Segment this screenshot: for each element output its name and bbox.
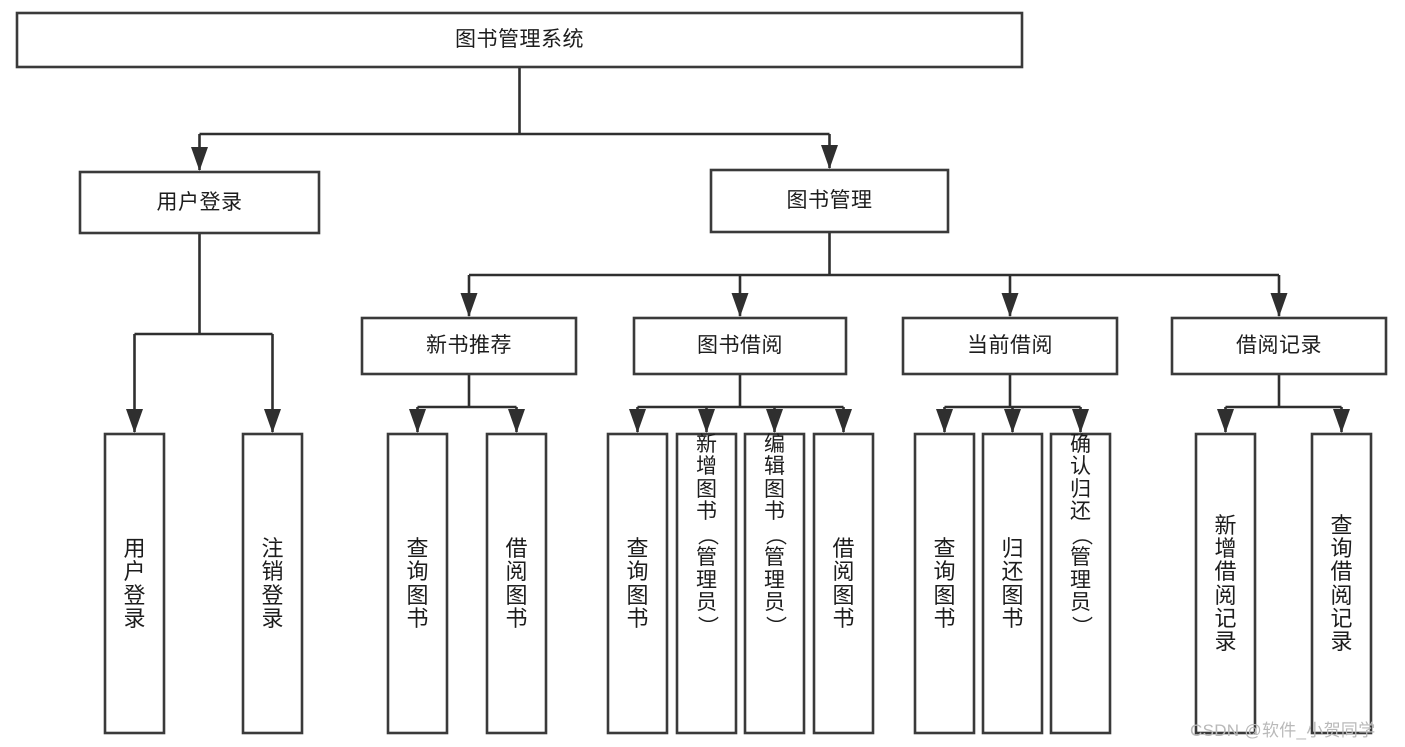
node-leaf-1[interactable]	[241, 432, 304, 735]
node-leaf-12[interactable]	[1310, 432, 1373, 735]
boxes-layer	[15, 11, 1388, 735]
node-leaf-4[interactable]	[606, 432, 669, 735]
arrow-head-icon	[936, 409, 953, 433]
node-leaf-5[interactable]	[675, 432, 738, 735]
arrow-head-icon	[1270, 293, 1288, 317]
node-leaf-6[interactable]	[743, 432, 806, 735]
arrow-head-icon	[264, 409, 281, 433]
arrow-head-icon	[460, 293, 478, 317]
node-leaf-2[interactable]	[386, 432, 449, 735]
node-leaf-3[interactable]	[485, 432, 548, 735]
arrow-head-icon	[1217, 409, 1234, 433]
node-leaf-7[interactable]	[812, 432, 875, 735]
arrow-head-icon	[409, 409, 426, 433]
arrow-head-icon	[821, 145, 838, 169]
arrow-head-icon	[698, 409, 715, 433]
arrow-head-icon	[1333, 409, 1350, 433]
node-level2-0[interactable]	[360, 316, 578, 376]
arrow-head-icon	[1001, 293, 1019, 317]
arrow-head-icon	[731, 293, 749, 317]
arrow-head-icon	[1072, 409, 1089, 433]
node-leaf-9[interactable]	[981, 432, 1044, 735]
node-level1-0[interactable]	[78, 170, 321, 235]
node-leaf-8[interactable]	[913, 432, 976, 735]
node-level1-1[interactable]	[709, 168, 950, 234]
arrow-head-icon	[629, 409, 646, 433]
connectors-layer	[126, 67, 1350, 433]
arrow-head-icon	[835, 409, 852, 433]
node-level2-1[interactable]	[632, 316, 848, 376]
csdn-watermark: CSDN @软件_小贺同学	[1190, 721, 1376, 740]
node-leaf-10[interactable]	[1049, 432, 1112, 735]
node-leaf-11[interactable]	[1194, 432, 1257, 735]
node-level2-2[interactable]	[901, 316, 1119, 376]
arrow-head-icon	[508, 409, 525, 433]
arrow-head-icon	[126, 409, 143, 433]
node-root[interactable]	[15, 11, 1024, 69]
node-leaf-0[interactable]	[103, 432, 166, 735]
arrow-head-icon	[191, 147, 208, 171]
arrow-head-icon	[1004, 409, 1021, 433]
arrow-head-icon	[766, 409, 783, 433]
node-level2-3[interactable]	[1170, 316, 1388, 376]
